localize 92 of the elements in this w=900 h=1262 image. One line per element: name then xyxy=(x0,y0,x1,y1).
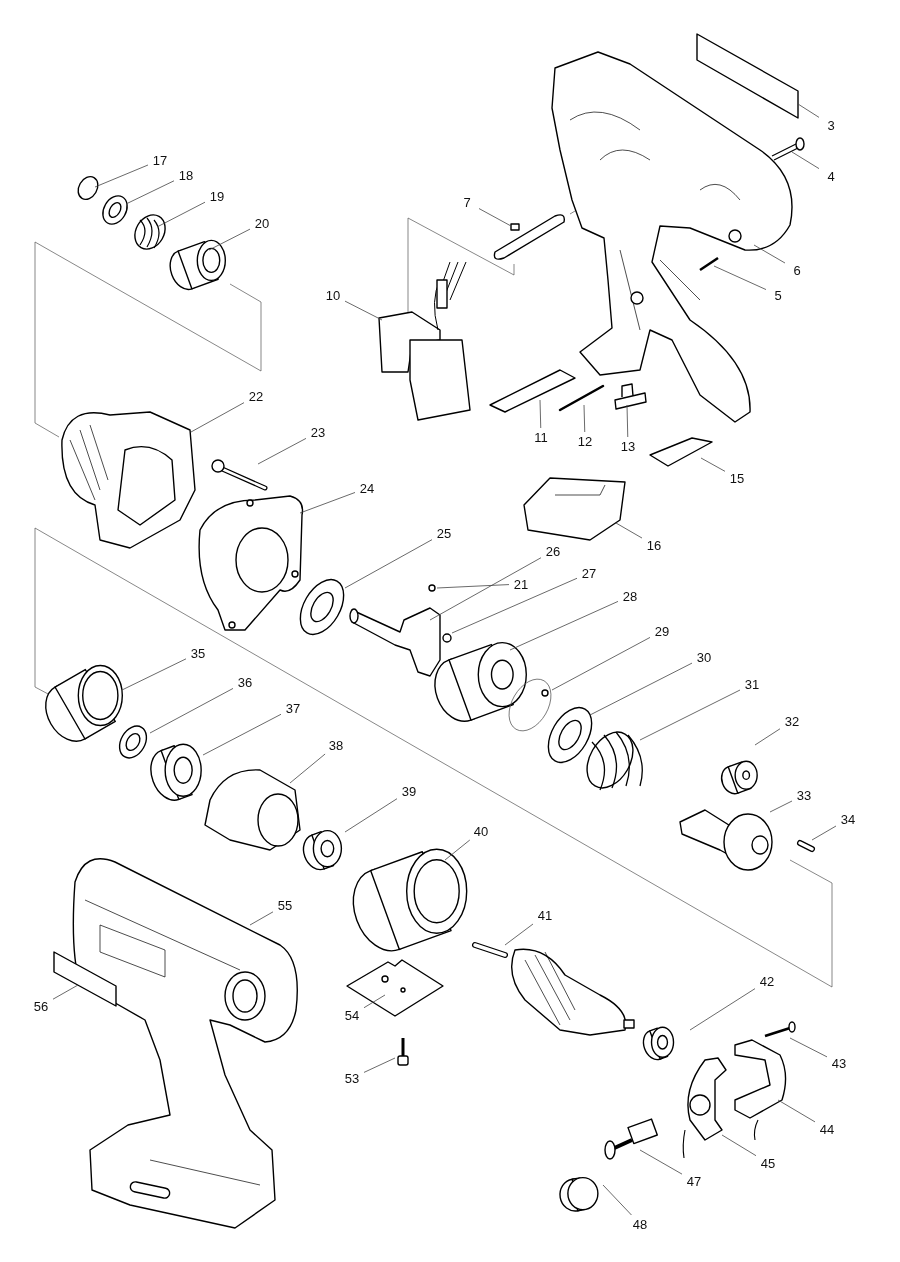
callout-number: 36 xyxy=(236,674,254,690)
callout-number: 17 xyxy=(151,152,169,168)
leader-line xyxy=(551,637,651,691)
leader-line xyxy=(363,1057,396,1073)
leader-line xyxy=(149,688,234,734)
leader-line xyxy=(700,457,726,472)
leader-line xyxy=(478,208,512,227)
callout-number: 37 xyxy=(284,700,302,716)
leader-line xyxy=(789,1037,828,1058)
leader-line xyxy=(539,399,542,429)
callout-number: 10 xyxy=(324,287,342,303)
leader-line xyxy=(791,151,820,169)
callout-number: 6 xyxy=(792,262,802,278)
callout-number: 7 xyxy=(462,194,472,210)
leader-line xyxy=(344,539,433,589)
callout-number: 35 xyxy=(189,645,207,661)
leader-line xyxy=(639,689,741,741)
callout-number: 33 xyxy=(795,787,813,803)
leader-line xyxy=(602,1184,632,1216)
callout-number: 42 xyxy=(758,973,776,989)
leader-line xyxy=(344,300,383,321)
callout-number: 34 xyxy=(839,811,857,827)
callout-number: 28 xyxy=(621,588,639,604)
callout-number: 38 xyxy=(327,737,345,753)
leader-line xyxy=(52,984,79,1000)
callout-number: 11 xyxy=(533,429,549,445)
callout-number: 40 xyxy=(472,823,490,839)
leader-line xyxy=(451,577,578,634)
callout-number: 44 xyxy=(818,1121,836,1137)
leader-line xyxy=(344,798,398,833)
callout-number: 12 xyxy=(576,433,594,449)
leader-line xyxy=(208,228,251,251)
callout-number: 27 xyxy=(580,565,598,581)
callout-number: 22 xyxy=(247,388,265,404)
callout-number: 24 xyxy=(358,480,376,496)
leader-line xyxy=(721,1134,757,1157)
callout-number: 41 xyxy=(536,907,554,923)
leader-line xyxy=(589,662,693,716)
leader-line xyxy=(444,839,471,861)
callout-number: 31 xyxy=(743,676,761,692)
callout-number: 53 xyxy=(343,1070,361,1086)
callout-number: 55 xyxy=(276,897,294,913)
leader-line xyxy=(626,404,629,438)
leader-line xyxy=(249,911,274,926)
callout-number: 39 xyxy=(400,783,418,799)
leader-line xyxy=(753,244,786,264)
leader-line xyxy=(94,164,149,188)
leader-line xyxy=(713,265,767,290)
callout-number: 23 xyxy=(309,424,327,440)
leader-line xyxy=(299,492,356,514)
leader-line xyxy=(289,753,326,784)
leader-line xyxy=(777,1099,816,1123)
leader-line xyxy=(121,658,187,691)
leader-line xyxy=(125,180,175,205)
leader-line xyxy=(436,584,510,589)
leader-line xyxy=(754,728,781,746)
callout-number: 26 xyxy=(544,543,562,559)
callout-number: 45 xyxy=(759,1155,777,1171)
callout-number: 5 xyxy=(773,287,783,303)
callout-number: 4 xyxy=(826,168,836,184)
leader-line xyxy=(156,201,206,228)
leader-line xyxy=(504,923,534,946)
callout-number: 20 xyxy=(253,215,271,231)
callout-number: 16 xyxy=(645,537,663,553)
callout-number: 13 xyxy=(619,438,637,454)
callout-number: 54 xyxy=(343,1007,361,1023)
callout-number: 3 xyxy=(826,117,836,133)
callout-number: 19 xyxy=(208,188,226,204)
callout-number: 47 xyxy=(685,1173,703,1189)
leader-line xyxy=(583,404,586,433)
leader-line xyxy=(363,994,386,1009)
callout-number: 30 xyxy=(695,649,713,665)
callout-number: 56 xyxy=(32,998,50,1014)
callout-number: 43 xyxy=(830,1055,848,1071)
leader-line xyxy=(190,402,245,433)
leader-line xyxy=(615,522,643,539)
leader-line xyxy=(811,825,837,841)
leader-line xyxy=(639,1149,683,1175)
leader-line xyxy=(202,713,282,756)
callout-number: 32 xyxy=(783,713,801,729)
callout-number: 48 xyxy=(631,1216,649,1232)
leader-line xyxy=(509,601,619,651)
leader-line xyxy=(689,988,756,1031)
callout-number: 25 xyxy=(435,525,453,541)
callout-number: 21 xyxy=(512,576,530,592)
leader-line xyxy=(257,438,307,465)
leader-line xyxy=(429,557,542,621)
callout-number: 15 xyxy=(728,470,746,486)
callout-number: 18 xyxy=(177,167,195,183)
callout-number: 29 xyxy=(653,623,671,639)
leader-line xyxy=(797,103,820,118)
leader-line xyxy=(769,800,793,813)
